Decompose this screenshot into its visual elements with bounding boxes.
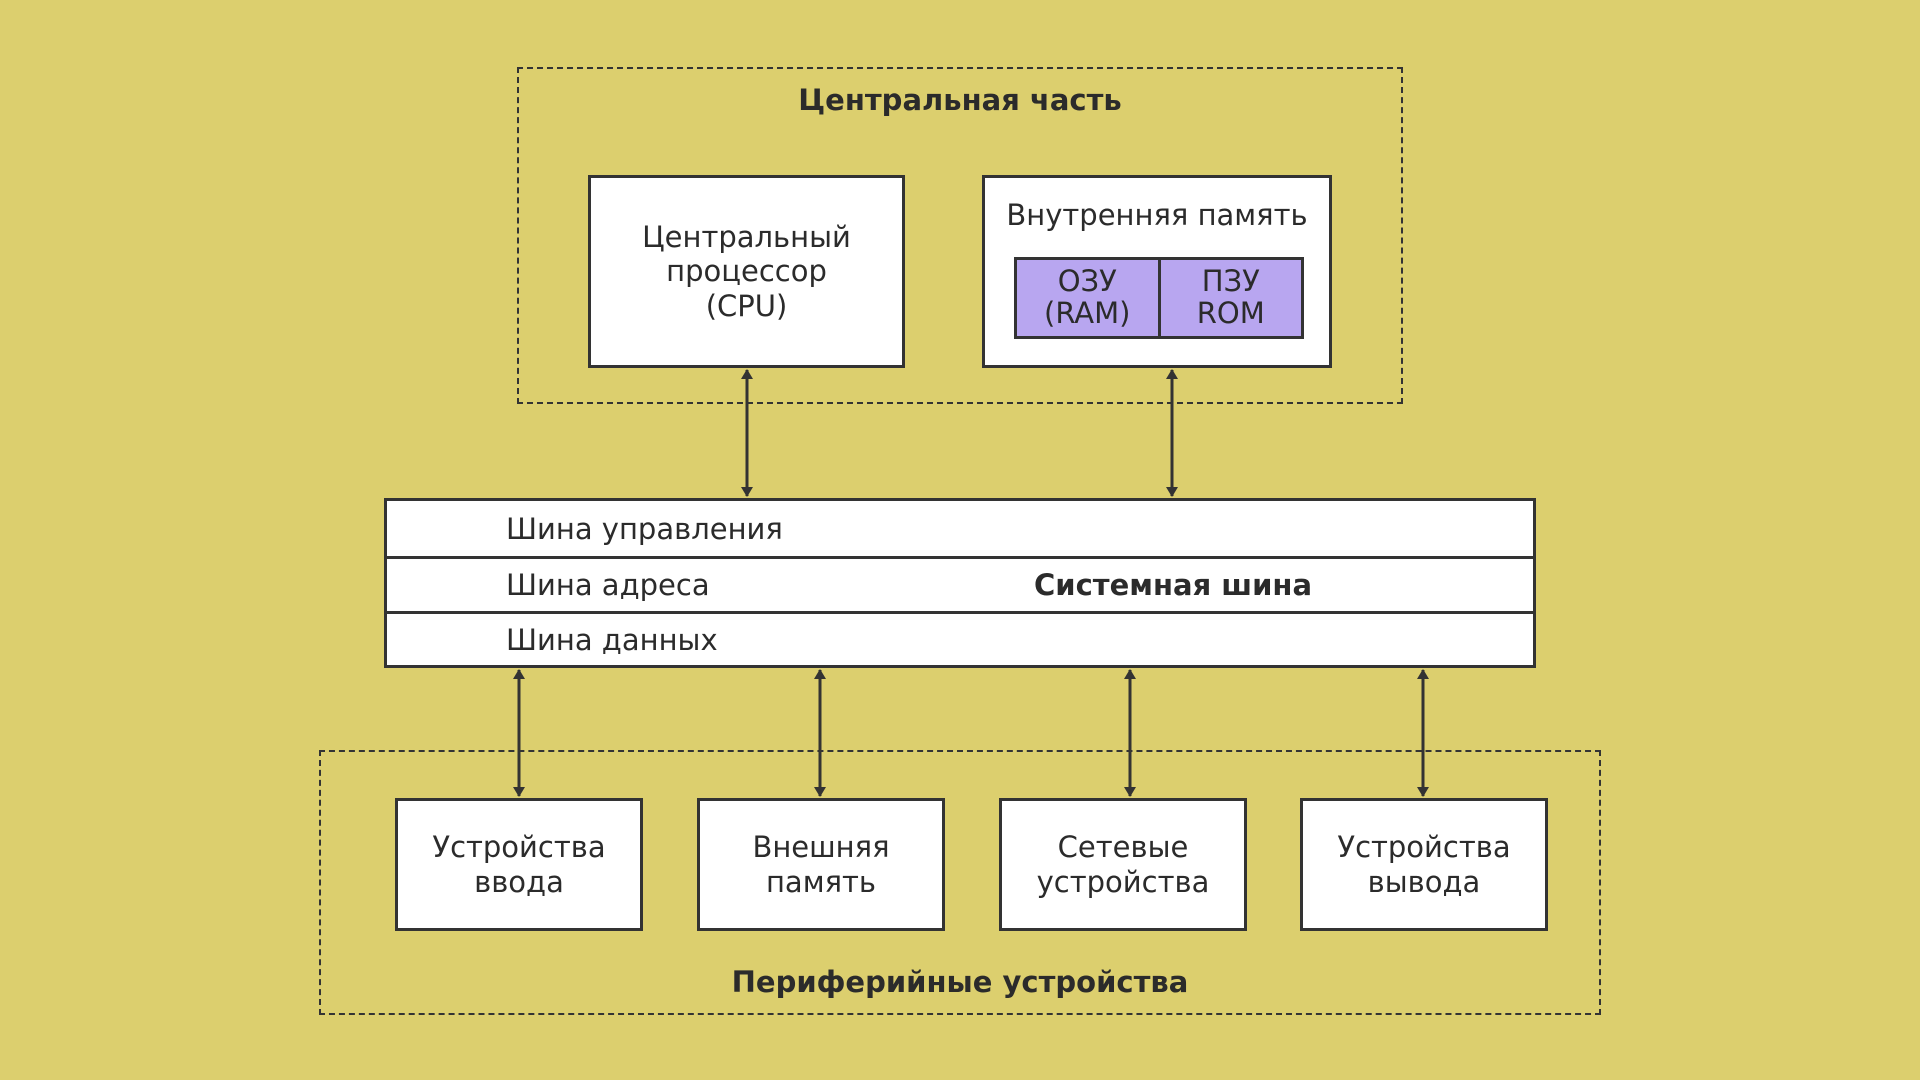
input-devices-box: Устройства ввода: [395, 798, 643, 931]
bus-row-address: Шина адреса Системная шина: [387, 556, 1533, 611]
central-part-frame: [517, 67, 1403, 404]
peripheral-title: Периферийные устройства: [731, 965, 1189, 999]
bus-row-data: Шина данных: [387, 611, 1533, 666]
output-devices-box: Устройства вывода: [1300, 798, 1548, 931]
central-part-title: Центральная часть: [798, 83, 1122, 117]
system-bus-label: Системная шина: [1034, 568, 1313, 602]
control-bus-label: Шина управления: [506, 511, 783, 546]
memory-cells: ОЗУ (RAM) ПЗУ ROM: [1014, 257, 1304, 339]
external-memory-box: Внешняя память: [697, 798, 945, 931]
internal-memory-title: Внутренняя память: [1006, 198, 1308, 232]
rom-cell: ПЗУ ROM: [1157, 260, 1301, 336]
cpu-box: Центральный процессор (CPU): [588, 175, 905, 368]
address-bus-label: Шина адреса: [506, 568, 710, 602]
data-bus-label: Шина данных: [506, 623, 718, 657]
ram-cell: ОЗУ (RAM): [1017, 260, 1158, 336]
peripheral-frame: [319, 750, 1601, 1015]
network-devices-box: Сетевые устройства: [999, 798, 1247, 931]
system-bus: Шина управления Шина адреса Системная ши…: [384, 498, 1536, 668]
bus-row-control: Шина управления: [387, 501, 1533, 556]
internal-memory-box: Внутренняя память ОЗУ (RAM) ПЗУ ROM: [982, 175, 1332, 368]
